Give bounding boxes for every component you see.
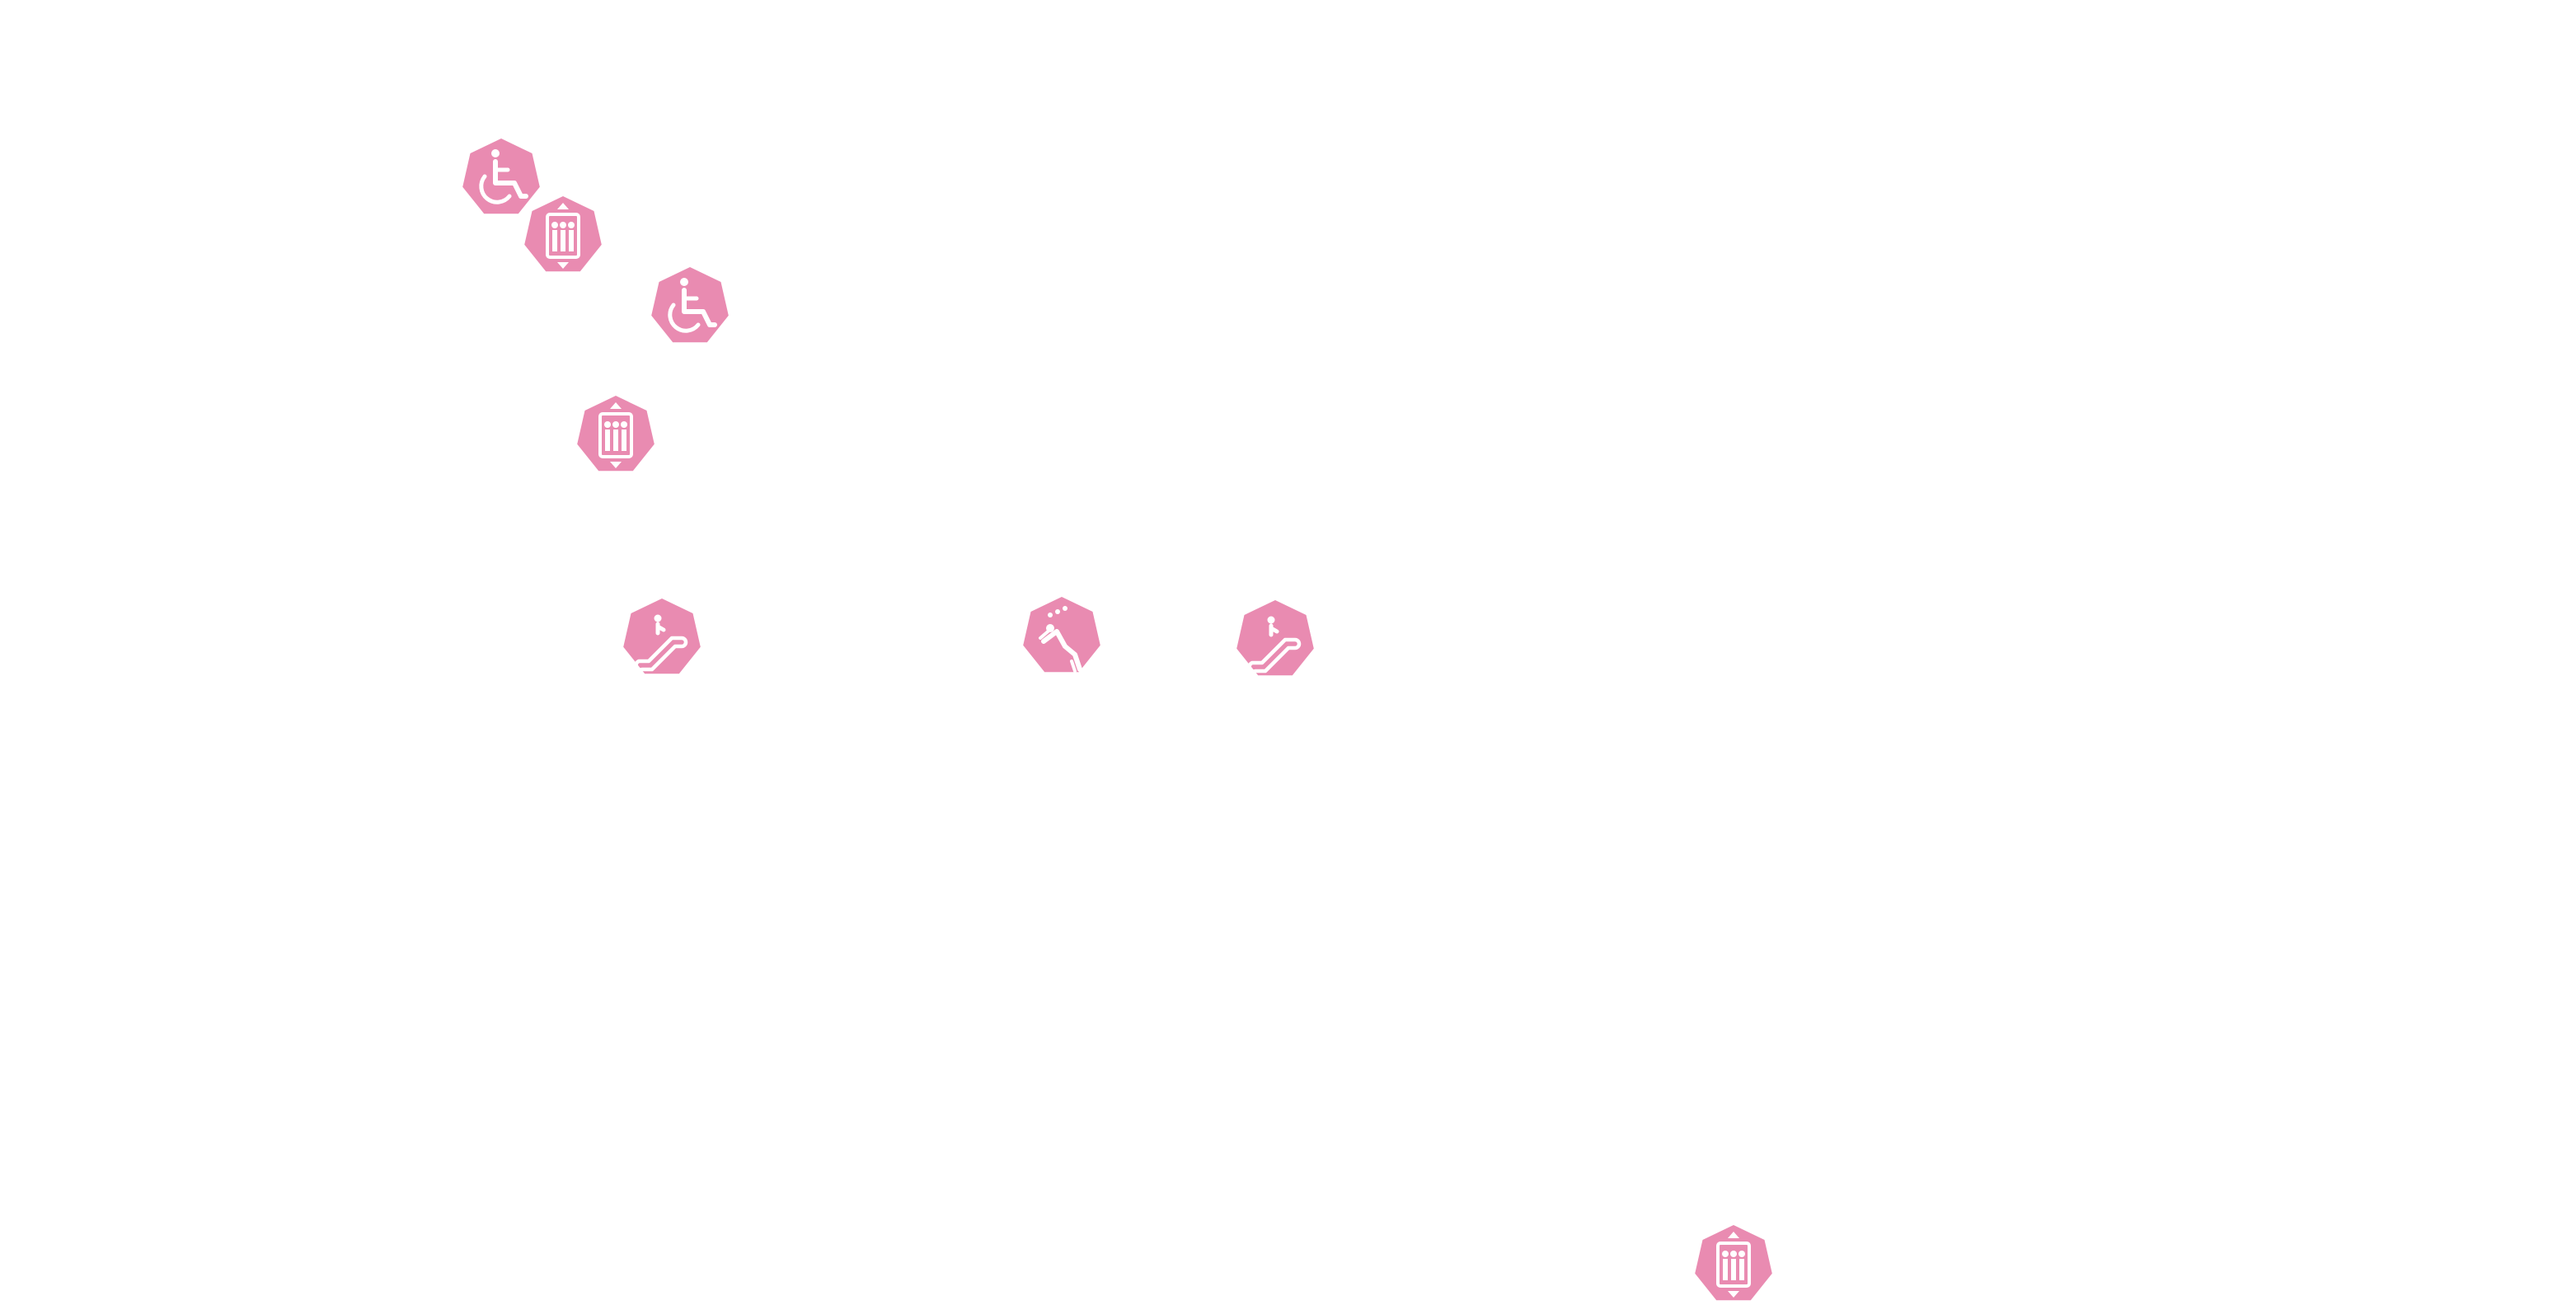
elevator-icon bbox=[577, 396, 655, 472]
escalator-icon bbox=[623, 599, 701, 674]
marker-wheelchair[interactable] bbox=[460, 137, 542, 219]
wheelchair-icon bbox=[651, 267, 729, 343]
wheelchair-icon bbox=[462, 138, 540, 214]
marker-slide[interactable] bbox=[1021, 595, 1103, 678]
marker-elevator[interactable] bbox=[1692, 1223, 1775, 1305]
escalator-icon bbox=[1236, 600, 1314, 676]
marker-escalator[interactable] bbox=[1234, 599, 1316, 681]
elevator-icon bbox=[524, 196, 602, 272]
marker-escalator[interactable] bbox=[621, 597, 703, 679]
slide-icon bbox=[1023, 597, 1100, 673]
marker-elevator[interactable] bbox=[522, 195, 604, 277]
marker-wheelchair[interactable] bbox=[649, 265, 731, 348]
marker-elevator[interactable] bbox=[575, 394, 657, 476]
elevator-icon bbox=[1695, 1225, 1772, 1301]
